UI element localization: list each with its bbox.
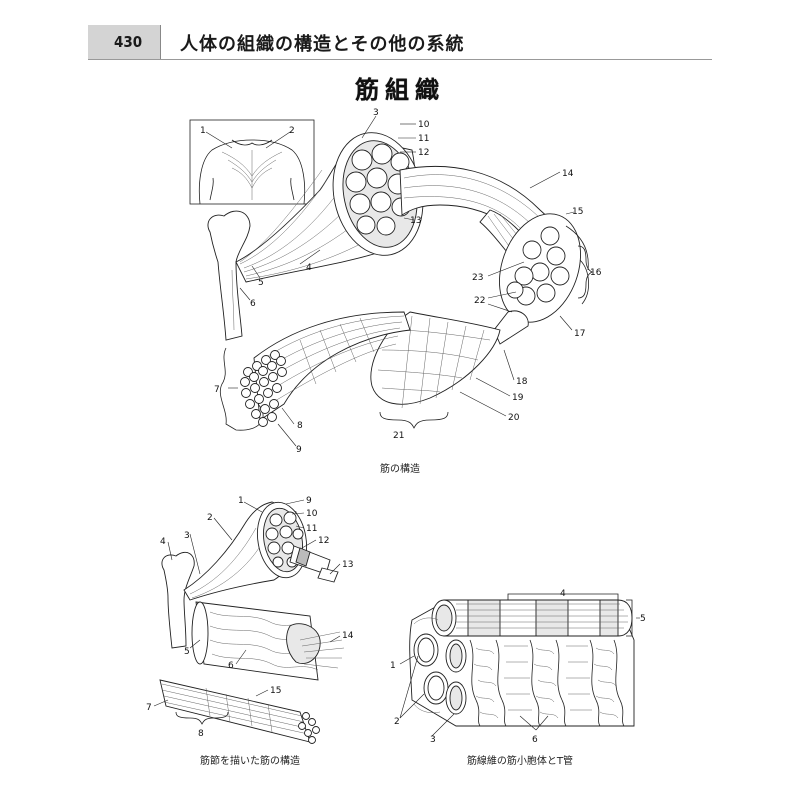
torso-inset bbox=[189, 119, 315, 205]
bracket-5 bbox=[626, 599, 633, 637]
fig1-label-14: 14 bbox=[562, 169, 574, 179]
fig2-leader-lines bbox=[153, 499, 341, 707]
fig1-label-15: 15 bbox=[572, 207, 583, 217]
fig1-label-6: 6 bbox=[250, 299, 256, 309]
fiber-block bbox=[409, 599, 635, 727]
fig2-label-13: 13 bbox=[342, 560, 353, 570]
fig1-label-22: 22 bbox=[474, 296, 485, 306]
bracket-4 bbox=[507, 593, 619, 600]
fig3-label-4: 4 bbox=[560, 589, 566, 599]
fig1-label-8: 8 bbox=[297, 421, 303, 431]
page-header: 430 人体の組織の構造とその他の系統 bbox=[88, 25, 712, 60]
myofibril-end bbox=[219, 347, 287, 431]
fiber-connector bbox=[493, 310, 529, 345]
fig1-label-21: 21 bbox=[393, 431, 404, 441]
fig3-leader-lines bbox=[399, 617, 640, 737]
fig2-label-6: 6 bbox=[228, 661, 234, 671]
fig1-label-11: 11 bbox=[418, 134, 429, 144]
section-title: 筋組織 bbox=[355, 76, 445, 104]
brace-bracket-8 bbox=[175, 711, 229, 725]
bone-humerus bbox=[207, 210, 251, 341]
fig2-label-5: 5 bbox=[184, 647, 190, 657]
page-number: 430 bbox=[114, 33, 143, 51]
muscle-cross-section bbox=[332, 132, 424, 256]
fig1-label-18: 18 bbox=[516, 377, 528, 387]
muscle-belly-small bbox=[183, 501, 339, 601]
fig2-label-11: 11 bbox=[306, 524, 317, 534]
figure1-caption: 筋の構造 bbox=[380, 464, 420, 475]
fig1-label-23: 23 bbox=[472, 273, 483, 283]
fig3-label-3: 3 bbox=[430, 735, 436, 745]
fig2-label-4: 4 bbox=[160, 537, 166, 547]
fig2-label-8: 8 bbox=[198, 729, 204, 739]
fig1-label-10: 10 bbox=[418, 120, 430, 130]
fig1-label-4: 4 bbox=[306, 263, 312, 273]
fig1-label-12: 12 bbox=[418, 148, 429, 158]
fig1-label-2: 2 bbox=[289, 126, 295, 136]
fig3-label-2: 2 bbox=[394, 717, 400, 727]
fig1-label-1: 1 bbox=[200, 126, 206, 136]
fig3-label-6: 6 bbox=[532, 735, 538, 745]
myofibril-bundle-small bbox=[159, 679, 320, 744]
fig2-label-1: 1 bbox=[238, 496, 244, 506]
fig2-label-14: 14 bbox=[342, 631, 354, 641]
fig1-label-5: 5 bbox=[258, 278, 264, 288]
fig1-label-17: 17 bbox=[574, 329, 585, 339]
figure2-caption: 筋節を描いた筋の構造 bbox=[200, 756, 300, 767]
fascicle-cross-section bbox=[499, 213, 589, 323]
reticulum-network bbox=[469, 639, 625, 727]
brace-bracket-21 bbox=[379, 411, 449, 429]
chapter-title: 人体の組織の構造とその他の系統 bbox=[180, 34, 465, 55]
fig2-label-15: 15 bbox=[270, 686, 281, 696]
leader-lines bbox=[205, 115, 575, 447]
figure3-caption: 筋線維の筋小胞体とT管 bbox=[466, 756, 574, 767]
myofibril-ends-left bbox=[413, 617, 467, 715]
fiber-cylinder bbox=[191, 601, 321, 681]
fig1-label-13: 13 bbox=[410, 216, 421, 226]
myofibrils-small bbox=[299, 631, 345, 669]
fig2-label-3: 3 bbox=[184, 531, 190, 541]
brace-bracket-16 bbox=[577, 245, 593, 299]
page-number-box: 430 bbox=[88, 25, 161, 59]
fig2-label-9: 9 bbox=[306, 496, 312, 506]
fig1-label-19: 19 bbox=[512, 393, 524, 403]
fig1-label-7: 7 bbox=[214, 385, 220, 395]
fig1-label-3: 3 bbox=[373, 108, 379, 118]
fig2-label-12: 12 bbox=[318, 536, 329, 546]
fig3-label-5: 5 bbox=[640, 614, 646, 624]
muscle-fiber bbox=[370, 311, 501, 409]
fig1-label-20: 20 bbox=[508, 413, 520, 423]
fig2-label-7: 7 bbox=[146, 703, 152, 713]
fig1-label-9: 9 bbox=[296, 445, 302, 455]
bone-small bbox=[161, 552, 195, 649]
fig1-label-16: 16 bbox=[590, 268, 602, 278]
fig2-label-2: 2 bbox=[207, 513, 213, 523]
fig3-label-1: 1 bbox=[390, 661, 396, 671]
fig2-label-10: 10 bbox=[306, 509, 318, 519]
